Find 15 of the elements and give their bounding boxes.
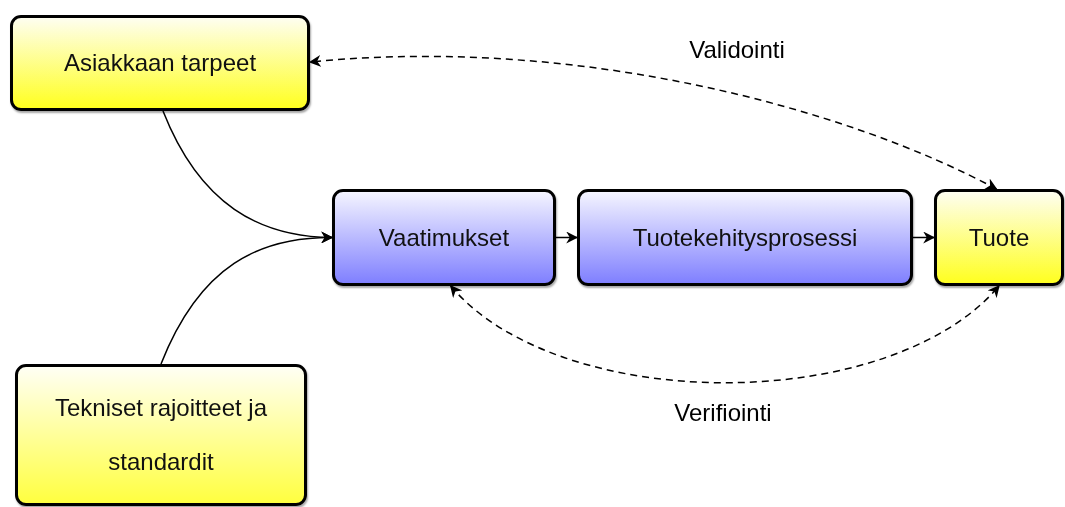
dashed-arrow <box>308 55 998 190</box>
arrow <box>555 231 579 244</box>
process-box <box>332 189 556 286</box>
arrow <box>160 231 334 365</box>
process-box <box>15 364 307 506</box>
process-box <box>577 189 913 286</box>
process-box <box>10 15 310 111</box>
node-label: Tuotekehitysprosessi <box>631 222 859 253</box>
node-label: Tekniset rajoitteet ja standardit <box>53 393 269 477</box>
dashed-arrow <box>449 285 1000 384</box>
node-label: Tuote <box>967 222 1031 253</box>
process-box <box>934 189 1064 286</box>
node-label: Asiakkaan tarpeet <box>62 48 258 78</box>
node-label: Vaatimukset <box>377 222 511 253</box>
arrow <box>912 231 936 244</box>
